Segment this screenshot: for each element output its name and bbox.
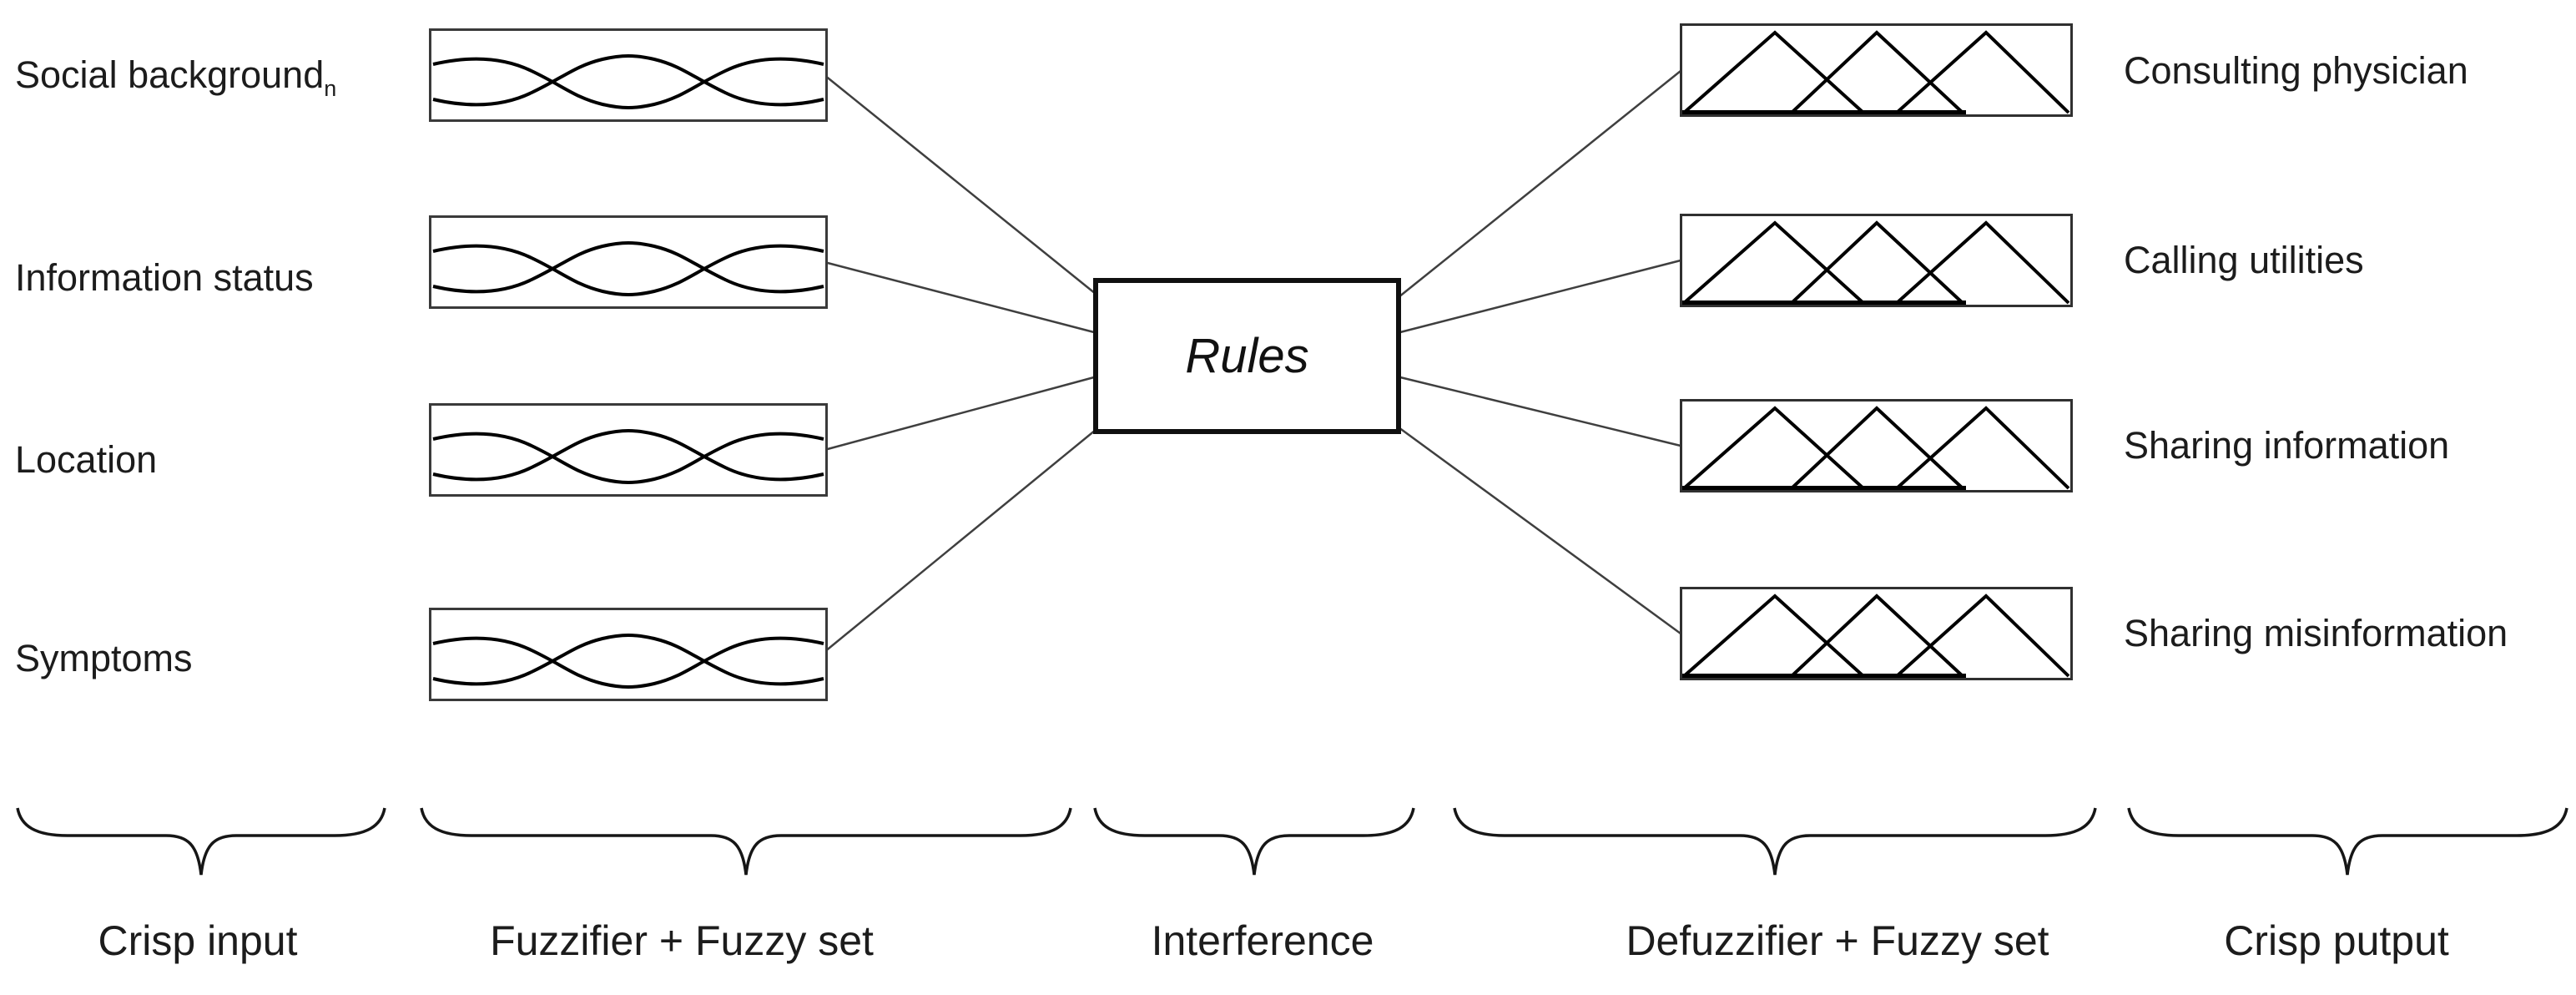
input-label-text: Location xyxy=(15,438,158,481)
input-label-information-status: Information status xyxy=(15,251,314,305)
brace-interference xyxy=(1093,807,1415,876)
defuzzifier-box-2 xyxy=(1680,214,2073,307)
membership-curves-icon xyxy=(432,240,824,297)
membership-triangles-icon xyxy=(1682,406,2070,490)
stage-label-crisp-input: Crisp input xyxy=(98,917,298,964)
defuzzifier-box-4 xyxy=(1680,587,2073,680)
connector-line-input-1 xyxy=(824,74,1096,295)
connector-line-output-3 xyxy=(1399,376,1681,447)
fuzzifier-box-4 xyxy=(429,608,828,701)
stage-label-fuzzifier: Fuzzifier + Fuzzy set xyxy=(490,917,874,964)
stage-label-interference: Interference xyxy=(1151,917,1374,964)
connector-line-input-2 xyxy=(824,260,1095,334)
membership-curves-icon xyxy=(432,633,824,689)
connector-line-output-4 xyxy=(1398,426,1681,635)
output-label-calling-utilities: Calling utilities xyxy=(2124,239,2364,281)
input-label-text: Symptoms xyxy=(15,637,193,679)
input-label-text: Information status xyxy=(15,256,314,299)
stage-label-defuzzifier: Defuzzifier + Fuzzy set xyxy=(1626,917,2049,964)
output-label-sharing-misinformation: Sharing misinformation xyxy=(2124,612,2508,654)
input-label-symptoms: Symptoms xyxy=(15,632,193,685)
rules-label: Rules xyxy=(1185,329,1309,383)
connector-line-output-1 xyxy=(1398,70,1681,298)
membership-curves-icon xyxy=(432,428,824,485)
input-label-location: Location xyxy=(15,433,157,487)
fuzzifier-box-3 xyxy=(429,403,828,497)
output-label-consulting-physician: Consulting physician xyxy=(2124,49,2468,92)
membership-triangles-icon xyxy=(1682,30,2070,114)
fuzzifier-box-2 xyxy=(429,215,828,309)
defuzzifier-box-1 xyxy=(1680,23,2073,117)
membership-curves-icon xyxy=(432,53,824,110)
rules-box: Rules xyxy=(1093,278,1401,434)
brace-crisp-input xyxy=(16,807,386,876)
connector-line-output-2 xyxy=(1399,259,1681,334)
stage-label-crisp-output: Crisp putput xyxy=(2224,917,2449,964)
membership-triangles-icon xyxy=(1682,220,2070,305)
connector-line-input-4 xyxy=(824,429,1096,653)
input-label-social-background: Social backgroundn xyxy=(15,48,336,102)
input-label-text: Social background xyxy=(15,53,325,96)
input-label-subscript: n xyxy=(324,76,337,101)
output-label-sharing-information: Sharing information xyxy=(2124,424,2450,467)
membership-triangles-icon xyxy=(1682,593,2070,678)
connector-line-input-3 xyxy=(824,376,1095,452)
defuzzifier-box-3 xyxy=(1680,399,2073,492)
brace-defuzzifier xyxy=(1453,807,2097,876)
fuzzifier-box-1 xyxy=(429,28,828,122)
brace-crisp-output xyxy=(2127,807,2568,876)
brace-fuzzifier xyxy=(420,807,1072,876)
